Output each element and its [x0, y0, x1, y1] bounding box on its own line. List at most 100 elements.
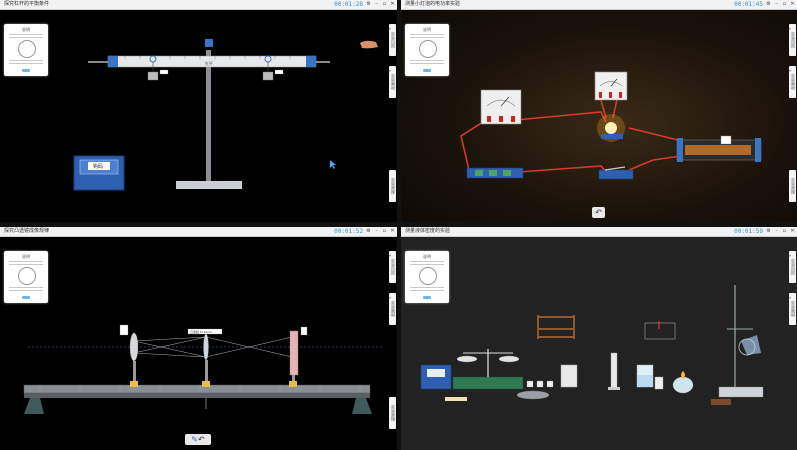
restore-icon[interactable]: ▫: [782, 1, 787, 7]
tab-equipment[interactable]: 实验器材▾: [389, 66, 396, 98]
minimize-icon[interactable]: –: [375, 228, 378, 234]
instruction-card[interactable]: 说明: [405, 251, 449, 303]
optical-bench[interactable]: [23, 384, 371, 394]
tab-purpose[interactable]: 实验目的▾: [389, 251, 396, 283]
bulb-holder: [601, 134, 623, 139]
chevron-down-icon: ▾: [789, 26, 791, 31]
instruction-card[interactable]: 说明: [4, 24, 48, 76]
screen-carriage[interactable]: [289, 381, 297, 387]
lever-scene: 杠杆 钩码: [73, 39, 378, 191]
settings-icon[interactable]: ⚙: [766, 228, 771, 234]
chevron-down-icon: ▾: [389, 68, 391, 73]
timer-display: 00:01:52: [334, 228, 363, 235]
right-weight-tag: [274, 69, 284, 75]
rheostat-slider[interactable]: [720, 135, 732, 145]
tab-purpose[interactable]: 实验目的▾: [389, 24, 396, 56]
tab-principle[interactable]: 实验原理: [389, 170, 396, 202]
window-title: 测量小灯泡的电功率实验: [405, 1, 461, 7]
settings-icon[interactable]: ⚙: [366, 228, 371, 234]
right-pan[interactable]: [498, 355, 520, 363]
settings-icon[interactable]: ⚙: [766, 1, 771, 7]
stand-base[interactable]: [176, 181, 242, 189]
mouse-pointer-icon: [330, 160, 336, 169]
tab-purpose[interactable]: 实验目的▾: [789, 251, 796, 283]
tab-label: 实验器材: [791, 301, 796, 317]
close-icon[interactable]: ✕: [390, 1, 395, 7]
light-bulb[interactable]: [605, 122, 617, 134]
tab-purpose[interactable]: 实验目的▾: [789, 24, 796, 56]
instruction-card[interactable]: 说明: [4, 251, 48, 303]
view-toggle-button[interactable]: ✎↶: [185, 434, 211, 445]
dial-icon: [419, 40, 437, 58]
graduated-cylinder[interactable]: [610, 352, 618, 390]
small-frame[interactable]: [644, 322, 676, 340]
left-pan[interactable]: [456, 355, 478, 363]
source-carriage[interactable]: [130, 381, 138, 387]
light-source[interactable]: [129, 332, 139, 362]
switch[interactable]: [598, 169, 634, 180]
settings-icon[interactable]: ⚙: [366, 1, 371, 7]
evaporating-dish[interactable]: [516, 390, 550, 400]
right-nut[interactable]: [306, 56, 316, 67]
image-screen[interactable]: [289, 330, 299, 376]
window-lens-experiment: 探究凸透镜成像规律 00:01:52 ⚙ – ▫ ✕ 说明 实验目的▾ 实验器材…: [0, 227, 397, 450]
card-confirm-button[interactable]: [22, 296, 30, 299]
close-icon[interactable]: ✕: [790, 1, 795, 7]
tab-label: 实验原理: [791, 178, 796, 194]
close-icon[interactable]: ✕: [390, 228, 395, 234]
right-weight[interactable]: [262, 71, 274, 81]
tab-equipment[interactable]: 实验器材▾: [389, 293, 396, 325]
lens-carriage[interactable]: [202, 381, 210, 387]
alcohol-lamp[interactable]: [672, 376, 694, 394]
weight-block[interactable]: [546, 380, 554, 388]
switch-lever[interactable]: [604, 166, 626, 171]
weight-block[interactable]: [536, 380, 544, 388]
restore-icon[interactable]: ▫: [782, 228, 787, 234]
restore-icon[interactable]: ▫: [382, 228, 387, 234]
density-scene: [420, 285, 764, 405]
lens-label: 凸透镜 f=10cm: [190, 329, 212, 334]
tab-principle[interactable]: 实验原理: [389, 397, 396, 429]
tab-label: 实验器材: [391, 301, 396, 317]
stand-top: [205, 39, 213, 47]
convex-lens[interactable]: [203, 333, 209, 361]
test-tube-rack[interactable]: [537, 315, 575, 339]
chevron-down-icon: ▾: [389, 253, 391, 258]
tab-label: 实验器材: [391, 74, 396, 90]
tab-label: 实验目的: [391, 259, 396, 275]
left-weight[interactable]: [147, 71, 159, 81]
instruction-card[interactable]: 说明: [405, 24, 449, 76]
minimize-icon[interactable]: –: [775, 1, 778, 7]
dial-icon: [18, 40, 36, 58]
minimize-icon[interactable]: –: [375, 1, 378, 7]
small-beaker[interactable]: [654, 376, 664, 390]
back-arrow-icon: ↶: [198, 435, 205, 444]
box-label: 钩码: [93, 163, 103, 170]
window-title: 测量液体密度的实验: [405, 228, 451, 234]
wooden-block[interactable]: [711, 399, 731, 405]
close-icon[interactable]: ✕: [790, 228, 795, 234]
tab-equipment[interactable]: 实验器材▾: [789, 66, 796, 98]
card-confirm-button[interactable]: [423, 69, 431, 72]
balance-base[interactable]: [452, 376, 524, 390]
minimize-icon[interactable]: –: [775, 228, 778, 234]
tab-principle[interactable]: 实验原理: [789, 170, 796, 202]
flask[interactable]: [741, 335, 761, 355]
title-bar: 探究凸透镜成像规律 00:01:52 ⚙ – ▫ ✕: [0, 227, 397, 237]
card-heading: 说明: [22, 254, 30, 259]
tab-equipment[interactable]: 实验器材▾: [789, 293, 796, 325]
card-confirm-button[interactable]: [22, 69, 30, 72]
left-nut[interactable]: [108, 56, 118, 67]
restore-icon[interactable]: ▫: [382, 1, 387, 7]
screen-tag: [300, 326, 308, 336]
back-button[interactable]: ↶: [592, 207, 605, 218]
dial-icon: [18, 267, 36, 285]
card-heading: 说明: [423, 27, 431, 32]
stand-rod: [206, 50, 211, 188]
beaker-empty[interactable]: [560, 364, 578, 388]
weight-block[interactable]: [526, 380, 534, 388]
card-confirm-button[interactable]: [423, 296, 431, 299]
tools-icon: ✎: [191, 435, 198, 444]
dial-icon: [419, 267, 437, 285]
tab-label: 实验目的: [791, 32, 796, 48]
